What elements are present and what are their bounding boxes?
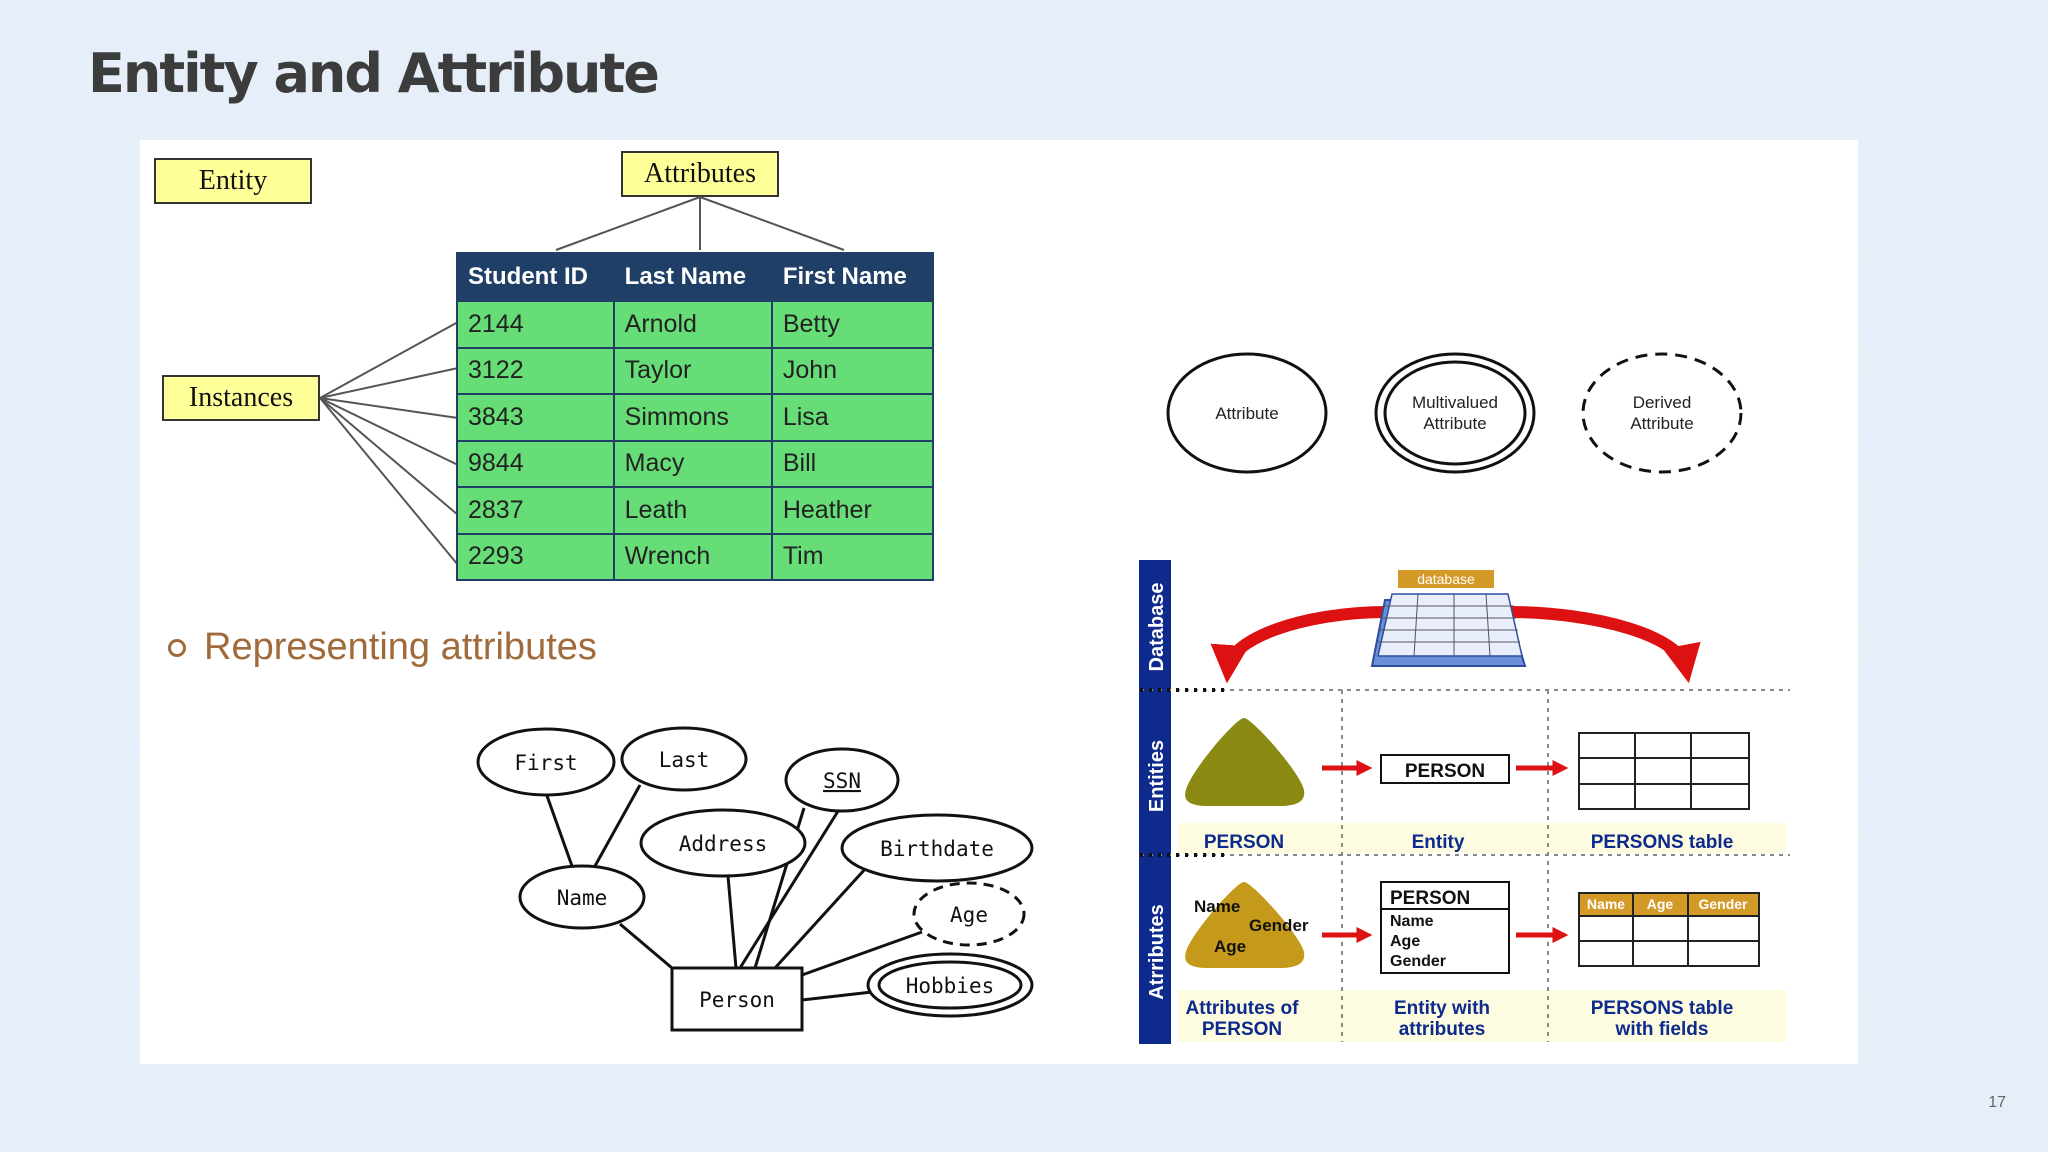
attr-box-title: PERSON [1390,888,1470,909]
table-row: 2293 Wrench Tim [456,532,935,581]
attr-birthdate-text: Birthdate [880,837,994,861]
table-cell: Arnold [612,300,773,349]
person-triangle-icon [1185,718,1305,806]
table-cell: Heather [770,486,935,535]
database-label: database [1417,571,1475,587]
table-cell: 9844 [456,439,615,488]
attr-hobbies-oval-inner [877,960,1023,1010]
table-cell: 3843 [456,393,615,442]
attr-box-field-gender: Gender [1390,953,1446,970]
attr-box-field-age: Age [1390,933,1420,950]
simple-attribute-oval [1166,352,1328,474]
page-title: Entity and Attribute [88,42,660,105]
attr-name-oval [518,864,646,930]
entity-caption-2: Entity [1412,832,1465,853]
attr-box-field-name: Name [1390,913,1434,930]
derived-text-2: Attribute [1630,414,1693,433]
entity-box-text: PERSON [1405,761,1485,782]
table-cell: Bill [770,439,935,488]
entity-label: Entity [154,158,312,204]
attr-last-text: Last [659,748,710,772]
attr-age-oval [912,881,1026,947]
attr-triangle-age: Age [1214,937,1246,956]
person-attr-triangle-icon [1185,882,1305,968]
entity-person-text: Person [699,988,775,1012]
row-label-database: Database [1146,583,1168,672]
database-icon [1370,570,1527,667]
attr-ssn-text: SSN [823,769,861,793]
table-cell: 2144 [456,300,615,349]
attr-age-text: Age [950,903,988,927]
attr-first-text: First [514,751,577,775]
attr-caption-2a: Entity with [1394,998,1490,1019]
column-header: Student ID [456,252,615,302]
attr-address-oval [639,808,807,878]
table-cell: Wrench [612,532,773,581]
attr-hobbies-text: Hobbies [906,974,995,998]
table-row: 2144 Arnold Betty [456,300,935,349]
student-table: Student ID Last Name First Name 2144 Arn… [456,252,935,581]
table-cell: Taylor [612,346,773,395]
table-cell: Tim [770,532,935,581]
table-cell: 3122 [456,346,615,395]
attr-triangle-gender: Gender [1249,916,1309,935]
attr-caption-3b: with fields [1615,1019,1709,1040]
table-cell: Lisa [770,393,935,442]
multivalued-text-2: Attribute [1423,414,1486,433]
page-number: 17 [1988,1094,2006,1111]
attr-last-oval [620,726,748,792]
persons-fields-table-icon [1578,892,1760,967]
bullet-circle-icon [168,638,186,657]
table-row: 3122 Taylor John [456,346,935,395]
entity-person-box [1380,754,1510,784]
attr-caption-2b: attributes [1399,1019,1486,1040]
table-cell: Macy [612,439,773,488]
persons-table-icon [1578,732,1750,810]
simple-attribute-text: Attribute [1215,404,1278,423]
attr-address-text: Address [679,832,768,856]
table-row: 9844 Macy Bill [456,439,935,488]
attr-caption-3a: PERSONS table [1591,998,1734,1019]
derived-text-1: Derived [1633,393,1692,412]
attr-first-oval [476,727,616,797]
multivalued-attribute-inner [1383,360,1527,466]
attr-triangle-name: Name [1194,897,1240,916]
entity-attr-box [1380,881,1510,974]
row-label-bar [1139,560,1171,1044]
attr-caption-1b: PERSON [1202,1019,1282,1040]
attr-name-text: Name [557,886,608,910]
fields-header-name: Name [1587,896,1625,912]
attr-birthdate-oval [840,813,1034,883]
table-header-row: Student ID Last Name First Name [456,252,935,302]
entity-caption-3: PERSONS table [1591,832,1734,853]
attr-caption-1a: Attributes of [1186,998,1300,1019]
row-label-entities: Entities [1146,740,1168,812]
row-label-attributes: Atrributes [1146,904,1168,1000]
derived-attribute-oval [1581,352,1743,474]
entity-person-rect [670,966,804,1032]
table-row: 3843 Simmons Lisa [456,393,935,442]
table-cell: Betty [770,300,935,349]
entity-caption-1: PERSON [1204,832,1284,853]
attributes-label: Attributes [621,151,779,197]
instances-label: Instances [162,375,320,421]
table-cell: Leath [612,486,773,535]
column-header: Last Name [612,252,773,302]
fields-header-gender: Gender [1698,896,1748,912]
table-cell: 2837 [456,486,615,535]
table-cell: John [770,346,935,395]
multivalued-text-1: Multivalued [1412,393,1498,412]
table-cell: Simmons [612,393,773,442]
bullet-text: Representing attributes [204,626,597,668]
table-row: 2837 Leath Heather [456,486,935,535]
column-header: First Name [770,252,935,302]
attr-ssn-oval [784,747,900,813]
table-cell: 2293 [456,532,615,581]
fields-header-age: Age [1647,896,1674,912]
bullet-item: Representing attributes [168,626,597,669]
